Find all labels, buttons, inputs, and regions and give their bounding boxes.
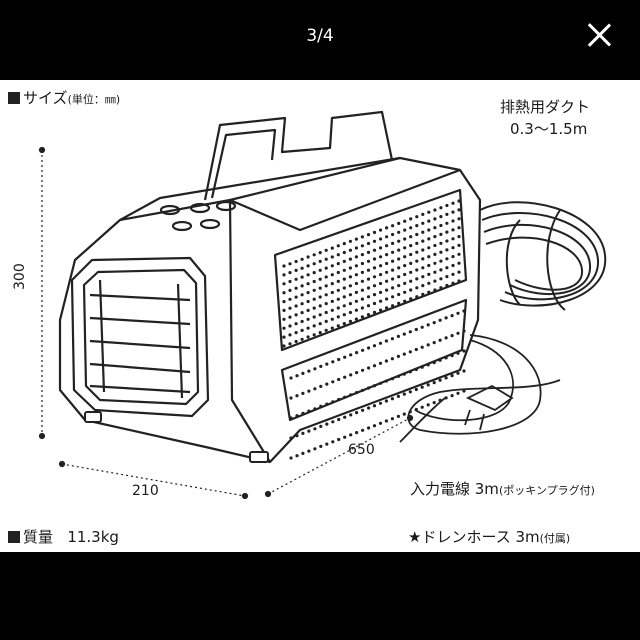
exhaust-duct-label: 排熱用ダクト: [500, 98, 591, 116]
weight-label: 質量 11.3kg: [8, 526, 119, 547]
size-heading: サイズ(単位：㎜): [8, 87, 120, 108]
image-counter: 3/4: [306, 26, 334, 46]
viewer-top-bar: 3/4: [0, 0, 640, 80]
height-dimension: 300: [12, 263, 28, 290]
spot-cooler-line-drawing: [38, 110, 607, 500]
bullet-square-icon: [8, 531, 20, 543]
exhaust-duct-length: 0.3〜1.5m: [510, 120, 588, 138]
drain-hose-label: ★ドレンホース 3m(付属): [408, 528, 571, 546]
width-dimension: 210: [132, 483, 159, 499]
power-cord-label: 入力電線 3m(ポッキンプラグ付): [410, 480, 595, 498]
bullet-square-icon: [8, 92, 20, 104]
product-image: サイズ(単位：㎜) 排熱用ダクト 0.3〜1.5m 300 210 650 入力…: [0, 80, 640, 552]
close-icon[interactable]: [586, 22, 612, 48]
depth-dimension: 650: [348, 442, 375, 458]
